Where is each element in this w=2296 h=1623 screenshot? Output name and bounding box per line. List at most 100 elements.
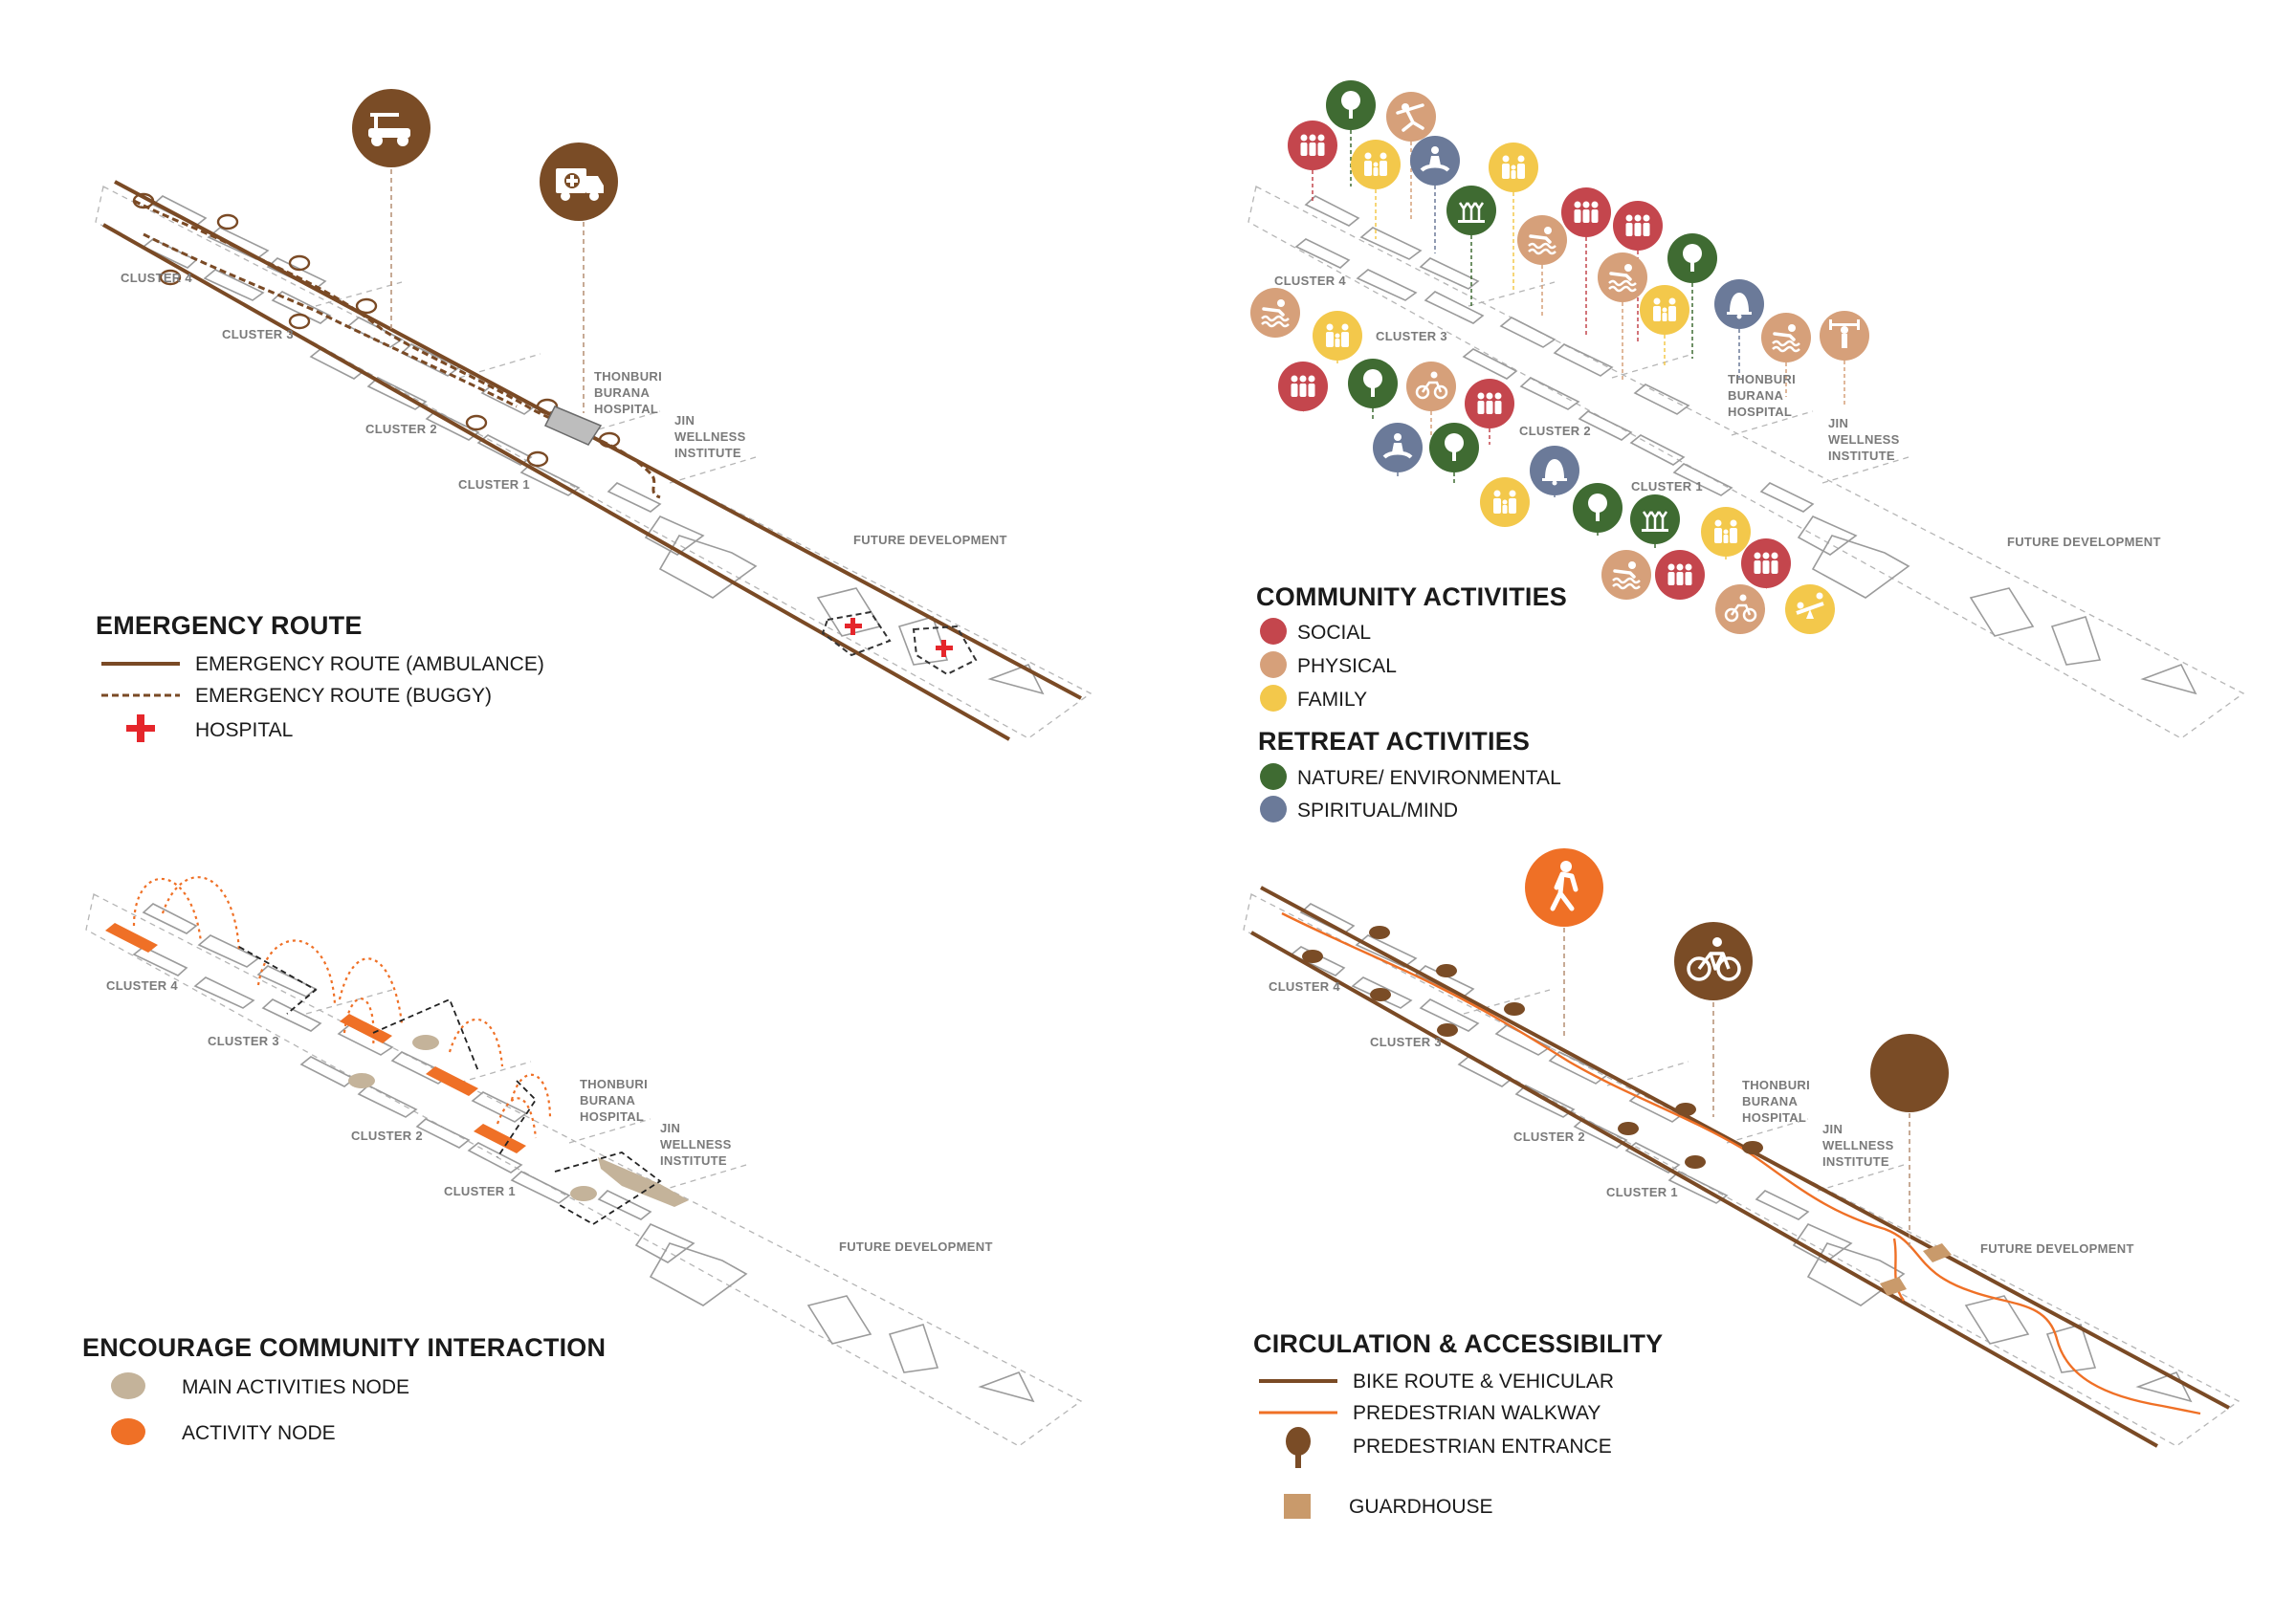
e-label-cluster2: CLUSTER 2 [365,422,437,436]
emergency-legend-title: EMERGENCY ROUTE [96,611,363,640]
interaction-arcs [132,876,552,1139]
i-label-cluster3: CLUSTER 3 [208,1034,279,1048]
buggy-route [133,199,661,499]
swim-icon [1601,550,1651,600]
people-icon [1278,362,1328,411]
yoga-icon [1386,92,1436,142]
c-label-cluster1: CLUSTER 1 [1631,479,1703,493]
meditation-icon [1410,136,1460,186]
legend-activity-node-label: ACTIVITY NODE [182,1422,336,1444]
legend-spiritual-swatch [1260,796,1287,822]
i-label-wellness-1: JIN [660,1121,680,1135]
e-label-wellness-1: JIN [674,413,695,428]
a-label-hospital-1: THONBURI [1742,1078,1810,1092]
buggy-stops [132,192,621,468]
buggy-icon [352,89,430,167]
c-label-cluster4: CLUSTER 4 [1274,274,1346,288]
legend-family-label: FAMILY [1297,689,1367,711]
panel-community-interaction: CLUSTER 4 CLUSTER 3 CLUSTER 2 CLUSTER 1 … [82,876,1082,1447]
legend-walkway-label: PREDESTRIAN WALKWAY [1353,1402,1601,1424]
c-label-cluster3: CLUSTER 3 [1376,329,1447,343]
legend-main-node-swatch [111,1372,145,1399]
i-label-cluster2: CLUSTER 2 [351,1129,423,1143]
legend-physical-label: PHYSICAL [1297,655,1397,677]
swim-icon [1598,252,1647,302]
e-label-wellness-3: INSTITUTE [674,446,741,460]
bicycle-icon [1674,922,1753,1000]
i-label-wellness-2: WELLNESS [660,1137,732,1151]
hospital-cross-icon [845,618,953,657]
legend-activity-node-swatch [111,1418,145,1445]
garden-icon [1446,186,1496,235]
interaction-legend-title: ENCOURAGE COMMUNITY INTERACTION [82,1333,606,1362]
tree-icon [1326,80,1376,130]
legend-buggy-label: EMERGENCY ROUTE (BUGGY) [195,685,492,707]
fitness-icon [1820,311,1869,361]
a-label-hospital-2: BURANA [1742,1094,1798,1108]
c-label-wellness-3: INSTITUTE [1828,449,1895,463]
legend-nature-label: NATURE/ ENVIRONMENTAL [1297,767,1561,789]
activity-nodes [105,923,526,1153]
c-label-cluster2: CLUSTER 2 [1519,424,1591,438]
family-icon [1640,285,1689,335]
i-label-hospital-3: HOSPITAL [580,1109,644,1124]
e-label-future: FUTURE DEVELOPMENT [853,533,1007,547]
blank-circle [1870,1034,1949,1112]
c-label-future: FUTURE DEVELOPMENT [2007,535,2161,549]
bike-icon [1406,362,1456,411]
people-icon [1561,187,1611,237]
c-label-wellness-2: WELLNESS [1828,432,1900,447]
tree-icon [1429,423,1479,472]
activity-bubbles [1250,80,1869,634]
a-label-cluster4: CLUSTER 4 [1269,979,1340,994]
family-icon [1480,477,1530,527]
a-label-wellness-2: WELLNESS [1822,1138,1894,1152]
swim-icon [1250,288,1300,338]
e-label-cluster3: CLUSTER 3 [222,327,294,341]
ambulance-icon [540,143,618,221]
panel-emergency-route: CLUSTER 4 CLUSTER 3 CLUSTER 2 CLUSTER 1 … [95,89,1092,742]
people-icon [1288,121,1337,170]
tree-icon [1348,359,1398,408]
meditation-icon [1373,423,1423,472]
people-icon [1655,550,1705,600]
a-label-future: FUTURE DEVELOPMENT [1980,1241,2134,1256]
seesaw-icon [1785,584,1835,634]
i-label-future: FUTURE DEVELOPMENT [839,1239,993,1254]
c-label-wellness-1: JIN [1828,416,1848,430]
retreat-legend-title: RETREAT ACTIVITIES [1258,727,1530,756]
ambulance-route-north [114,180,1082,700]
garden-icon [1630,494,1680,544]
buggy-route-branch [143,232,518,408]
tree-icon [1573,483,1623,533]
legend-family-swatch [1260,685,1287,712]
a-label-wellness-1: JIN [1822,1122,1843,1136]
e-label-hospital-1: THONBURI [594,369,662,384]
e-label-cluster4: CLUSTER 4 [121,271,192,285]
e-label-wellness-2: WELLNESS [674,429,746,444]
a-label-hospital-3: HOSPITAL [1742,1110,1806,1125]
c-label-hospital-1: THONBURI [1728,372,1796,386]
legend-nature-swatch [1260,763,1287,790]
family-icon [1489,143,1538,192]
main-activity-nodes [348,1035,689,1207]
pedestrian-icon [1525,848,1603,927]
legend-hospital-label: HOSPITAL [195,719,293,741]
family-icon [1351,140,1401,189]
panel-circulation: CLUSTER 4 CLUSTER 3 CLUSTER 2 CLUSTER 1 … [1243,848,2240,1519]
legend-physical-swatch [1260,651,1287,678]
i-label-cluster4: CLUSTER 4 [106,978,178,993]
guardhouses [1880,1243,1952,1296]
legend-main-node-label: MAIN ACTIVITIES NODE [182,1376,409,1398]
a-label-cluster2: CLUSTER 2 [1513,1130,1585,1144]
family-icon [1313,311,1362,361]
legend-ambulance-label: EMERGENCY ROUTE (AMBULANCE) [195,653,544,675]
c-label-hospital-2: BURANA [1728,388,1783,403]
e-label-hospital-3: HOSPITAL [594,402,658,416]
bike-icon [1715,584,1765,634]
swim-icon [1517,215,1567,265]
legend-bike-label: BIKE ROUTE & VEHICULAR [1353,1371,1614,1393]
bell-icon [1714,279,1764,329]
pedestrian-entrances [1302,926,1763,1169]
